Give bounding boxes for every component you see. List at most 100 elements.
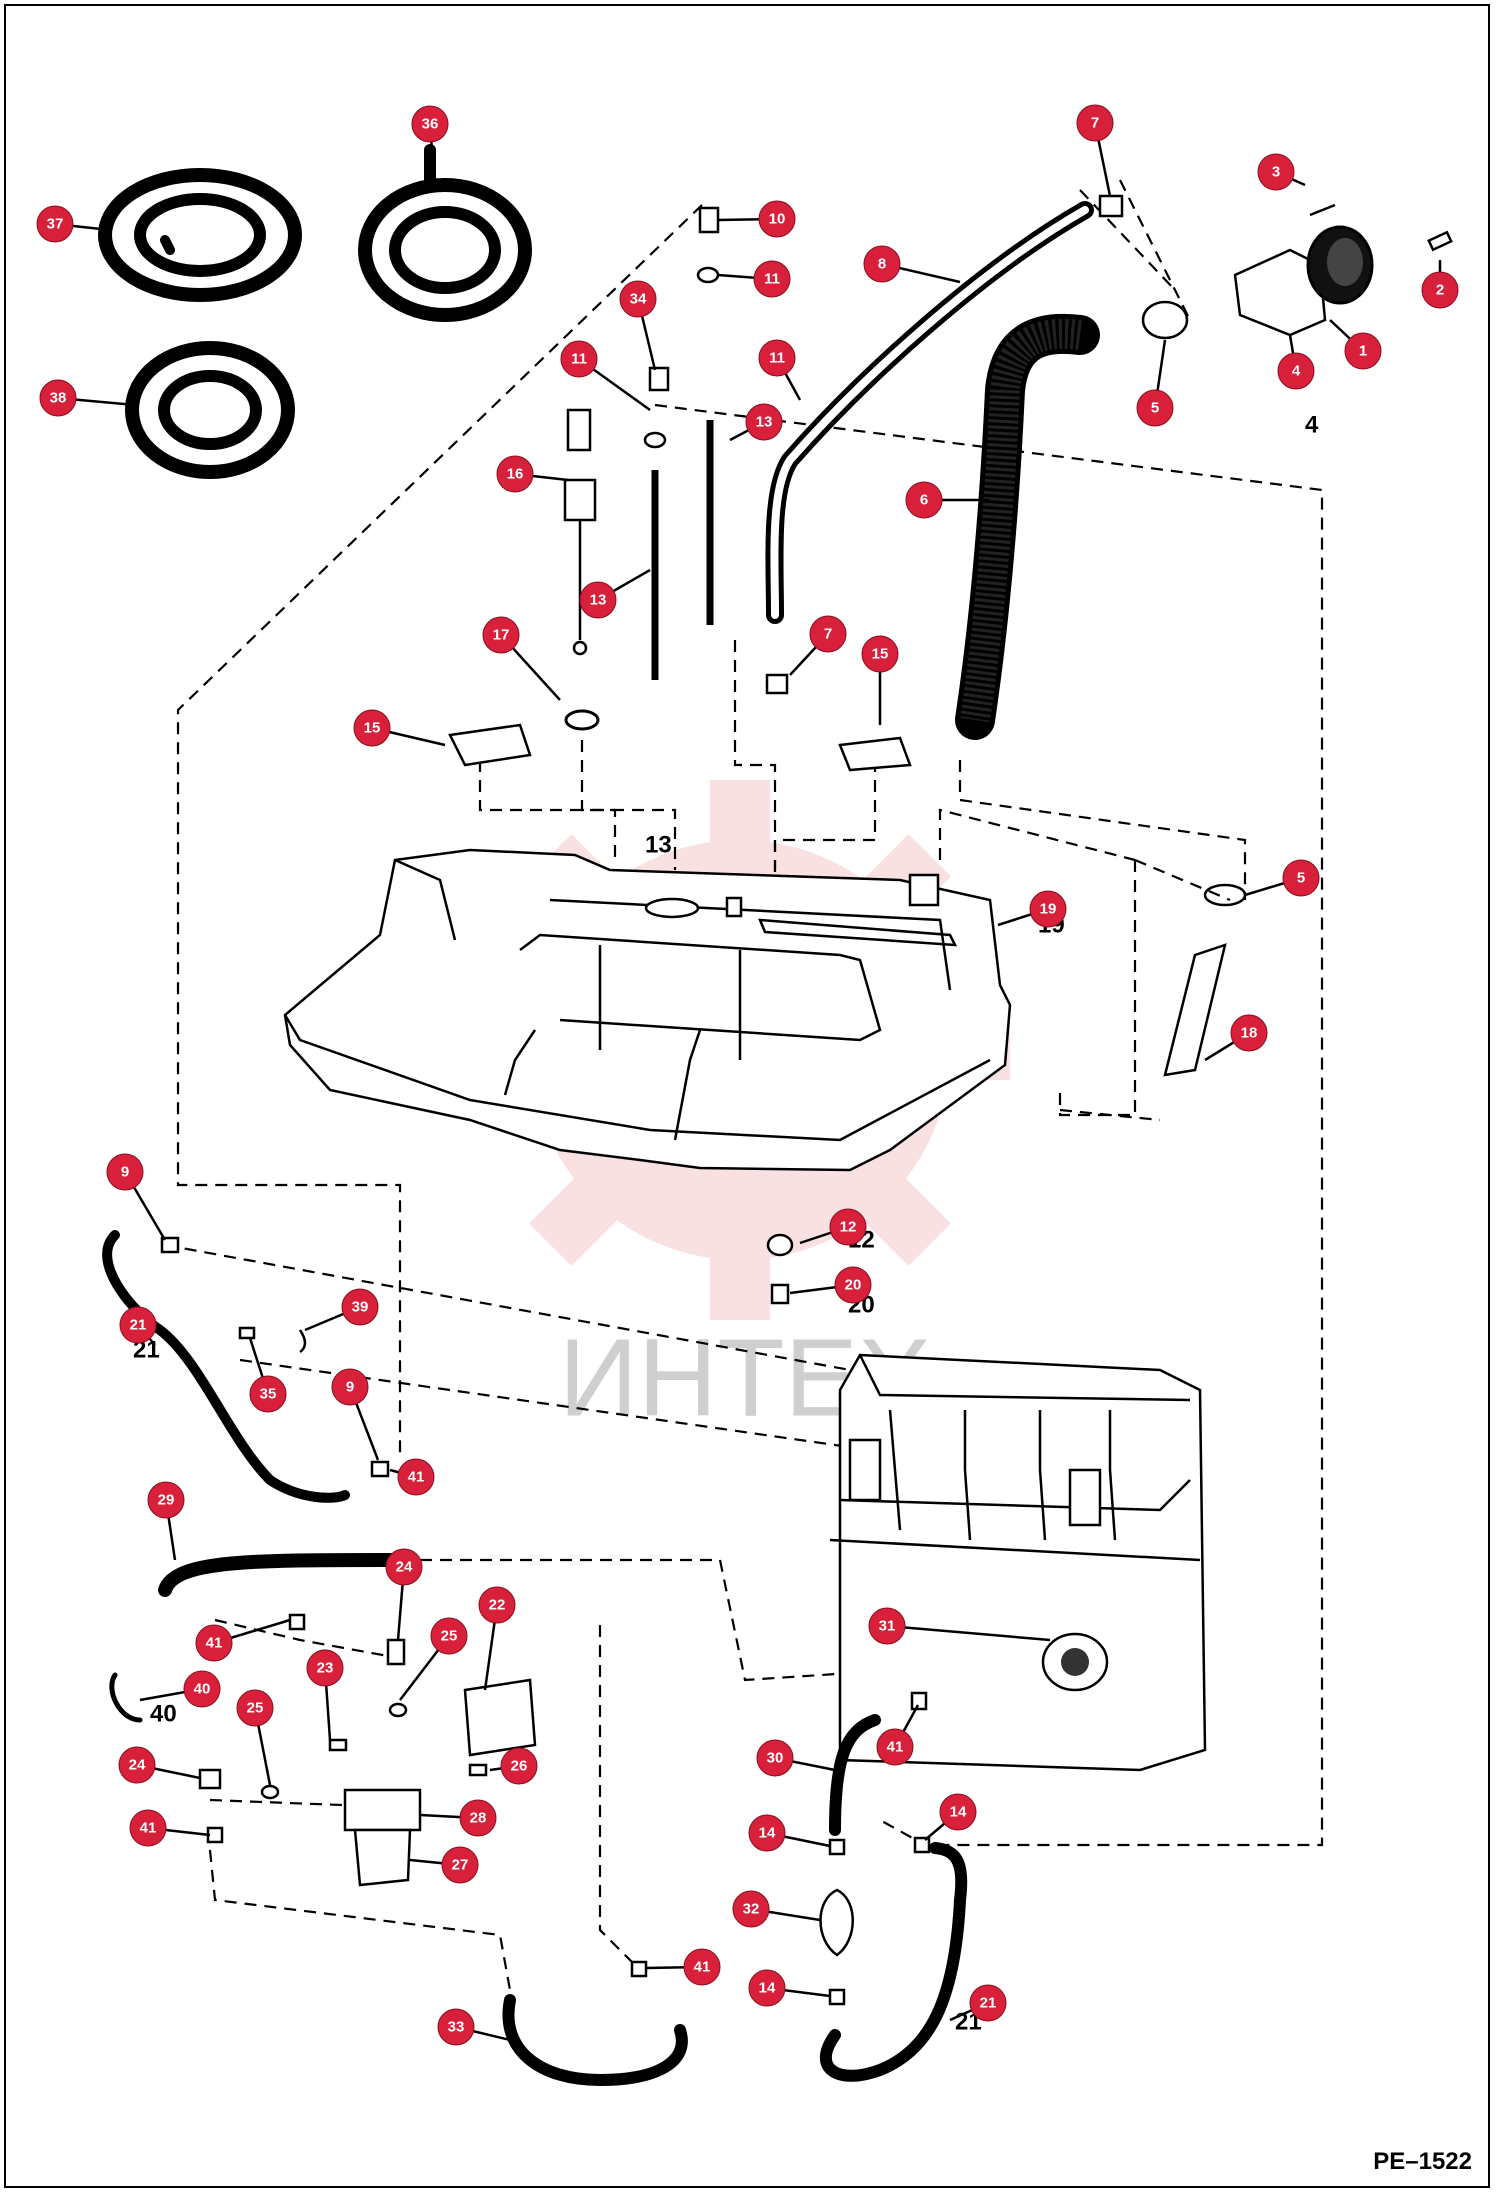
callout-label: 34 xyxy=(630,291,647,308)
callout-41[interactable]: 41 xyxy=(876,1728,914,1766)
callout-13[interactable]: 13 xyxy=(745,403,783,441)
callout-41[interactable]: 41 xyxy=(397,1458,435,1496)
callout-8[interactable]: 8 xyxy=(863,245,901,283)
clamp-9-upper xyxy=(160,1236,180,1254)
callout-bubble xyxy=(1344,332,1382,370)
callout-label: 1 xyxy=(1359,343,1367,360)
callout-27[interactable]: 27 xyxy=(441,1846,479,1884)
callout-14[interactable]: 14 xyxy=(748,1814,786,1852)
callout-33[interactable]: 33 xyxy=(437,2008,475,2046)
callout-label: 24 xyxy=(129,1757,146,1774)
callout-label: 41 xyxy=(408,1469,425,1486)
clamp-41-b xyxy=(206,1826,224,1844)
print-num-13: 13 xyxy=(645,832,672,859)
callout-25[interactable]: 25 xyxy=(430,1617,468,1655)
callout-29[interactable]: 29 xyxy=(147,1481,185,1519)
callout-41[interactable]: 41 xyxy=(129,1809,167,1847)
callout-23[interactable]: 23 xyxy=(306,1649,344,1687)
callout-label: 19 xyxy=(1040,901,1057,918)
callout-bubble xyxy=(1257,153,1295,191)
fuel-filter-assembly xyxy=(109,1638,537,1887)
callout-bubble xyxy=(876,1728,914,1766)
callout-bubble xyxy=(183,1670,221,1708)
callout-11[interactable]: 11 xyxy=(758,339,796,377)
callout-30[interactable]: 30 xyxy=(756,1739,794,1777)
filler-neck-assembly xyxy=(1098,194,1453,340)
callout-41[interactable]: 41 xyxy=(195,1624,233,1662)
callout-bubble xyxy=(969,1984,1007,2022)
print-num-4: 4 xyxy=(1305,412,1319,439)
callout-5[interactable]: 5 xyxy=(1282,859,1320,897)
callout-11[interactable]: 11 xyxy=(560,340,598,378)
callout-15[interactable]: 15 xyxy=(861,635,899,673)
hose-clamp-5 xyxy=(1141,300,1189,340)
callout-12[interactable]: 12 xyxy=(829,1208,867,1246)
callout-7[interactable]: 7 xyxy=(809,615,847,653)
callout-21[interactable]: 21 xyxy=(969,1984,1007,2022)
callout-13[interactable]: 13 xyxy=(579,581,617,619)
callout-label: 31 xyxy=(879,1618,896,1635)
drain-hose-40 xyxy=(109,1672,143,1723)
callout-25[interactable]: 25 xyxy=(236,1689,274,1727)
callout-15[interactable]: 15 xyxy=(353,709,391,747)
callout-19[interactable]: 19 xyxy=(1029,890,1067,928)
callout-bubble xyxy=(119,1306,157,1344)
callout-label: 36 xyxy=(422,116,439,133)
callout-32[interactable]: 32 xyxy=(732,1890,770,1928)
callout-2[interactable]: 2 xyxy=(1421,271,1459,309)
callout-bubble xyxy=(385,1548,423,1586)
leader-line-31 xyxy=(886,1624,1051,1642)
callout-bubble xyxy=(39,379,77,417)
callout-34[interactable]: 34 xyxy=(619,280,657,318)
callout-11[interactable]: 11 xyxy=(753,260,791,298)
callout-35[interactable]: 35 xyxy=(249,1375,287,1413)
clamp-7-lower xyxy=(765,673,789,695)
drain-cap-20 xyxy=(770,1283,790,1305)
callout-39[interactable]: 39 xyxy=(341,1288,379,1326)
callout-bubble xyxy=(834,1266,872,1304)
callout-26[interactable]: 26 xyxy=(500,1747,538,1785)
callout-14[interactable]: 14 xyxy=(748,1969,786,2007)
clamp-14-a xyxy=(828,1838,846,1856)
callout-label: 14 xyxy=(759,1980,776,1997)
callout-36[interactable]: 36 xyxy=(411,105,449,143)
bolt-26 xyxy=(468,1763,488,1777)
callout-3[interactable]: 3 xyxy=(1257,153,1295,191)
callout-18[interactable]: 18 xyxy=(1230,1014,1268,1052)
callout-label: 41 xyxy=(694,1959,711,1976)
callout-bubble xyxy=(1230,1014,1268,1052)
callout-7[interactable]: 7 xyxy=(1076,104,1114,142)
washer-25-a xyxy=(388,1702,408,1718)
callout-label: 25 xyxy=(441,1628,458,1645)
callout-24[interactable]: 24 xyxy=(385,1548,423,1586)
callout-bubble xyxy=(939,1793,977,1831)
callout-10[interactable]: 10 xyxy=(758,200,796,238)
callout-4[interactable]: 4 xyxy=(1277,352,1315,390)
fuel-filter-27 xyxy=(353,1828,412,1887)
callout-label: 15 xyxy=(364,720,381,737)
callout-22[interactable]: 22 xyxy=(478,1586,516,1624)
filler-neck-18 xyxy=(1059,858,1247,1122)
callout-41[interactable]: 41 xyxy=(683,1948,721,1986)
callout-21[interactable]: 21 xyxy=(119,1306,157,1344)
callout-20[interactable]: 20 xyxy=(834,1266,872,1304)
callout-9[interactable]: 9 xyxy=(106,1153,144,1191)
callout-label: 28 xyxy=(470,1810,487,1827)
callout-bubble xyxy=(683,1948,721,1986)
callout-5[interactable]: 5 xyxy=(1136,389,1174,427)
callout-28[interactable]: 28 xyxy=(459,1799,497,1837)
callout-bubble xyxy=(748,1969,786,2007)
callout-38[interactable]: 38 xyxy=(39,379,77,417)
callout-40[interactable]: 40 xyxy=(183,1670,221,1708)
callout-37[interactable]: 37 xyxy=(36,205,74,243)
callout-24[interactable]: 24 xyxy=(118,1746,156,1784)
callout-31[interactable]: 31 xyxy=(868,1607,906,1645)
callout-1[interactable]: 1 xyxy=(1344,332,1382,370)
callout-17[interactable]: 17 xyxy=(482,616,520,654)
callout-6[interactable]: 6 xyxy=(905,481,943,519)
callout-9[interactable]: 9 xyxy=(331,1368,369,1406)
callout-14[interactable]: 14 xyxy=(939,1793,977,1831)
callout-bubble xyxy=(500,1747,538,1785)
callout-16[interactable]: 16 xyxy=(496,455,534,493)
callout-label: 26 xyxy=(511,1758,528,1775)
